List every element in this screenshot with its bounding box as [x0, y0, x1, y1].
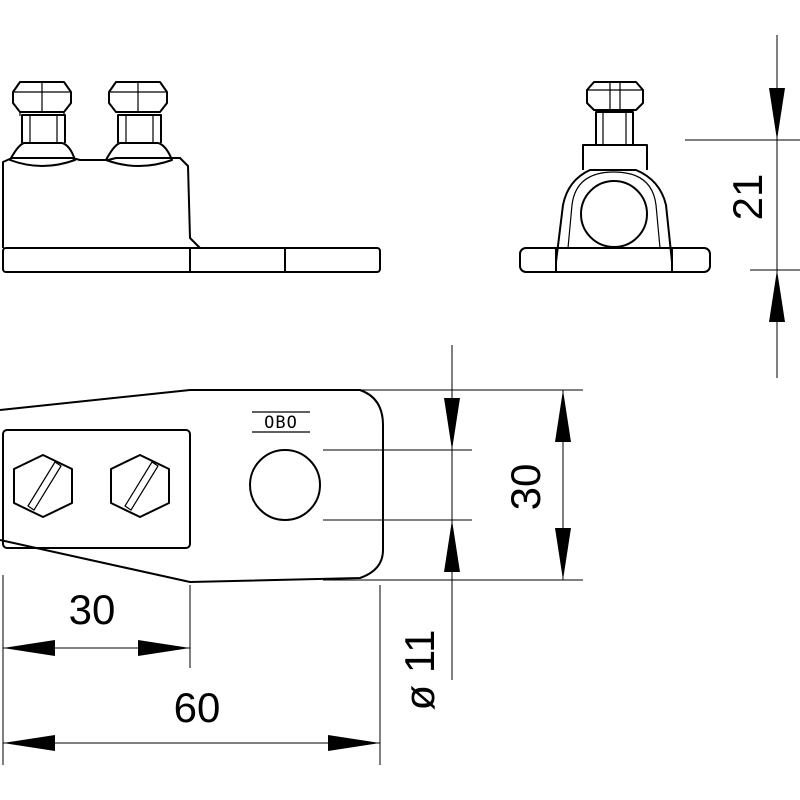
side-clamp-loop [555, 169, 673, 263]
top-conductor-hole [249, 449, 321, 521]
dimension-half-length: 30 [2, 575, 191, 765]
dimension-width: 30 [323, 389, 583, 581]
side-conductor-hole [580, 180, 648, 248]
dimension-height: 21 [685, 35, 800, 378]
dimension-hole-diameter-label: ø 11 [396, 630, 443, 711]
obo-logo-text: OBO [264, 413, 298, 433]
dimension-width-label: 30 [502, 464, 549, 511]
top-view: OBO [0, 389, 384, 583]
hex-bolt-head-2 [110, 454, 170, 518]
front-base-plate [2, 247, 381, 273]
front-view [2, 81, 381, 273]
dimension-height-label: 21 [724, 174, 771, 221]
dimension-total-length: 60 [3, 585, 381, 765]
obo-logo: OBO [252, 411, 310, 433]
side-view [519, 81, 711, 273]
dimension-total-length-label: 60 [174, 684, 221, 731]
hex-bolt-head-1 [13, 454, 73, 518]
top-outline [0, 389, 384, 583]
dimension-half-length-label: 30 [69, 586, 116, 633]
side-base-plate [519, 247, 711, 273]
front-clamp-body [2, 157, 201, 249]
dimension-hole-diameter: ø 11 [323, 345, 472, 710]
top-bolt-plate [2, 429, 191, 549]
